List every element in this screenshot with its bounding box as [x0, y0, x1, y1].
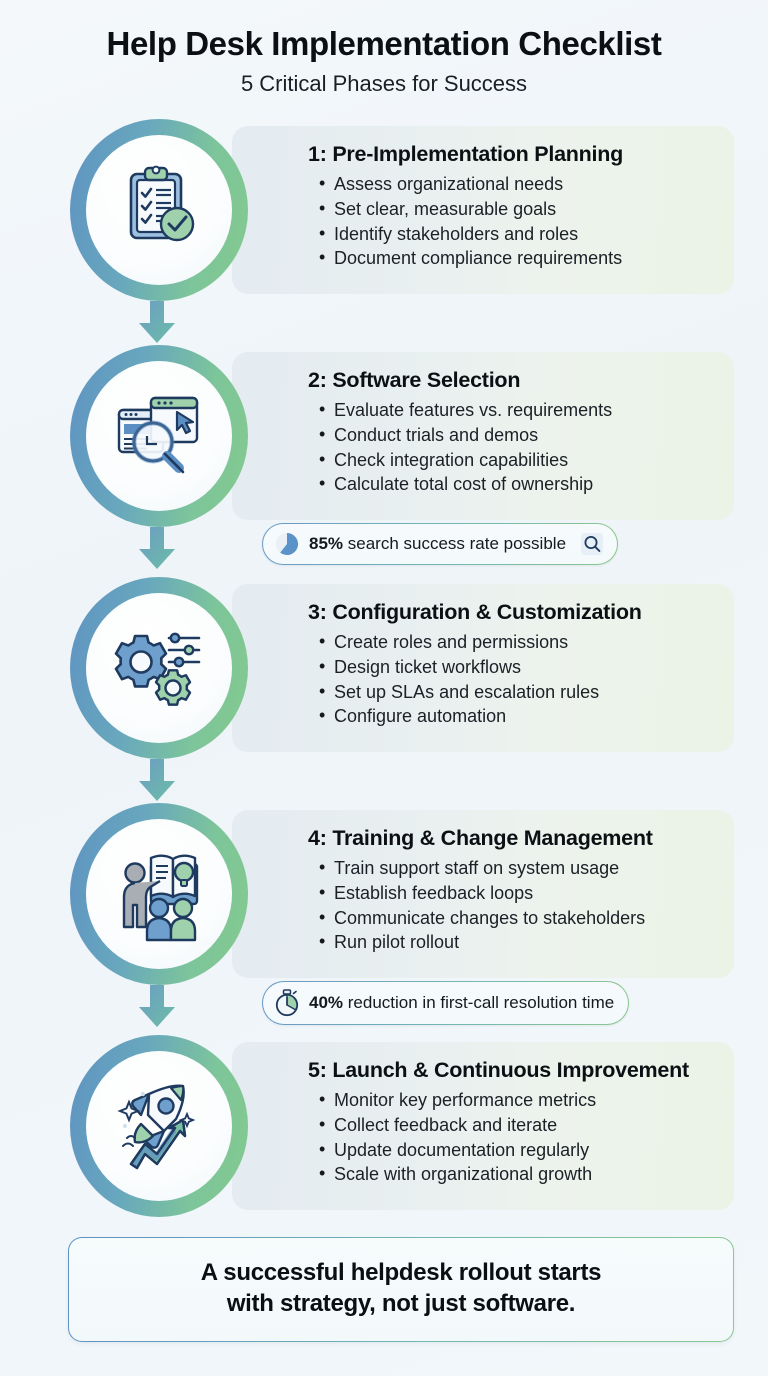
- phase-panel-1: 1: Pre-Implementation Planning Assess or…: [232, 125, 734, 294]
- phase-panel-4: 4: Training & Change Management Train su…: [232, 809, 734, 978]
- flow-connector-1: [123, 300, 193, 345]
- gradient-ring: [70, 802, 248, 985]
- stat-badge-resolution-time[interactable]: 40% reduction in first-call resolution t…: [262, 981, 629, 1025]
- list-item: Train support staff on system usage: [319, 855, 716, 881]
- phase-bullets: Train support staff on system usage Esta…: [308, 855, 716, 955]
- phase-icon-badge-3: [66, 576, 248, 759]
- phase-icon-badge-2: [66, 344, 248, 527]
- list-item: Evaluate features vs. requirements: [319, 397, 716, 423]
- phase-title: 4: Training & Change Management: [308, 825, 653, 850]
- training-presentation-icon: [122, 854, 199, 942]
- phase-icon-badge-4: [66, 802, 248, 985]
- down-arrow-icon: [139, 984, 175, 1027]
- page-title: Help Desk Implementation Checklist: [106, 25, 662, 62]
- flow-connector-2: [123, 526, 193, 571]
- phase-icon-badge-5: [66, 1034, 248, 1217]
- clipboard-checklist-icon: [129, 165, 195, 242]
- footer-line-1: A successful helpdesk rollout starts: [200, 1258, 602, 1286]
- phase-item-5[interactable]: 5: Launch & Continuous Improvement Monit…: [66, 1034, 734, 1217]
- phase-title: 1: Pre-Implementation Planning: [308, 141, 624, 166]
- stat-row-1: 85% search success rate possible: [262, 523, 618, 565]
- pie-chart-icon: [276, 532, 299, 555]
- phase-bullets: Assess organizational needs Set clear, m…: [308, 171, 716, 271]
- flow-connector-3: [123, 758, 193, 803]
- list-item: Conduct trials and demos: [319, 422, 716, 448]
- browser-search-icon: [117, 396, 199, 474]
- footer-line-2: with strategy, not just software.: [226, 1289, 576, 1317]
- stat-value: 85%: [309, 533, 344, 553]
- phase-item-4[interactable]: 4: Training & Change Management Train su…: [66, 802, 734, 985]
- list-item: Design ticket workflows: [319, 654, 716, 680]
- stat-label: 85% search success rate possible: [309, 534, 566, 554]
- stat-label: 40% reduction in first-call resolution t…: [309, 993, 614, 1013]
- icon-canvas: [86, 1050, 232, 1201]
- rocket-growth-icon: [117, 1084, 196, 1170]
- phase-panel-2: 2: Software Selection Evaluate features …: [232, 351, 734, 520]
- phase-item-1[interactable]: 1: Pre-Implementation Planning Assess or…: [66, 118, 734, 301]
- gradient-ring: [70, 576, 248, 759]
- list-item: Create roles and permissions: [319, 629, 716, 655]
- phase-bullets: Evaluate features vs. requirements Condu…: [308, 397, 716, 497]
- search-icon[interactable]: [581, 532, 604, 555]
- list-item: Assess organizational needs: [319, 171, 716, 197]
- icon-canvas: [86, 592, 232, 743]
- gradient-ring: [70, 344, 248, 527]
- search-icon-wrap[interactable]: [581, 532, 604, 555]
- list-item: Scale with organizational growth: [319, 1161, 716, 1187]
- phase-flow: 1: Pre-Implementation Planning Assess or…: [0, 118, 768, 1217]
- gradient-ring: [70, 1034, 248, 1217]
- list-item: Update documentation regularly: [319, 1137, 716, 1163]
- icon-canvas: [86, 360, 232, 511]
- phase-bullets: Monitor key performance metrics Collect …: [308, 1087, 716, 1187]
- list-item: Establish feedback loops: [319, 880, 716, 906]
- stat-value: 40%: [309, 992, 344, 1012]
- flow-connector-4: [123, 984, 193, 1029]
- down-arrow-icon: [139, 526, 175, 569]
- phase-title: 2: Software Selection: [308, 367, 521, 392]
- stat-row-2: 40% reduction in first-call resolution t…: [262, 981, 629, 1025]
- stat-badge-search-success[interactable]: 85% search success rate possible: [262, 523, 618, 565]
- list-item: Collect feedback and iterate: [319, 1112, 716, 1138]
- list-item: Configure automation: [319, 703, 716, 729]
- list-item: Run pilot rollout: [319, 929, 716, 955]
- phase-bullets: Create roles and permissions Design tick…: [308, 629, 716, 729]
- list-item: Set up SLAs and escalation rules: [319, 679, 716, 705]
- phase-title: 5: Launch & Continuous Improvement: [308, 1057, 689, 1082]
- phase-icon-badge-1: [66, 118, 248, 301]
- list-item: Check integration capabilities: [319, 447, 716, 473]
- phase-panel-5: 5: Launch & Continuous Improvement Monit…: [232, 1041, 734, 1210]
- page-subtitle: 5 Critical Phases for Success: [240, 70, 528, 96]
- gradient-ring: [70, 118, 248, 301]
- page-header: Help Desk Implementation Checklist 5 Cri…: [0, 0, 768, 97]
- stat-description: reduction in first-call resolution time: [343, 992, 615, 1012]
- list-item: Document compliance requirements: [319, 245, 716, 271]
- phase-panel-3: 3: Configuration & Customization Create …: [232, 583, 734, 752]
- list-item: Identify stakeholders and roles: [319, 221, 716, 247]
- footer-banner: A successful helpdesk rollout starts wit…: [68, 1237, 734, 1342]
- gears-settings-icon: [114, 632, 201, 706]
- phase-item-2[interactable]: 2: Software Selection Evaluate features …: [66, 344, 734, 527]
- down-arrow-icon: [139, 300, 175, 343]
- list-item: Calculate total cost of ownership: [319, 471, 716, 497]
- icon-canvas: [86, 134, 232, 285]
- list-item: Set clear, measurable goals: [319, 196, 716, 222]
- stat-description: search success rate possible: [343, 533, 567, 553]
- list-item: Communicate changes to stakeholders: [319, 905, 716, 931]
- icon-canvas: [86, 818, 232, 969]
- stopwatch-icon: [275, 989, 299, 1017]
- phase-item-3[interactable]: 3: Configuration & Customization Create …: [66, 576, 734, 759]
- phase-title: 3: Configuration & Customization: [308, 599, 642, 624]
- down-arrow-icon: [139, 758, 175, 801]
- list-item: Monitor key performance metrics: [319, 1087, 716, 1113]
